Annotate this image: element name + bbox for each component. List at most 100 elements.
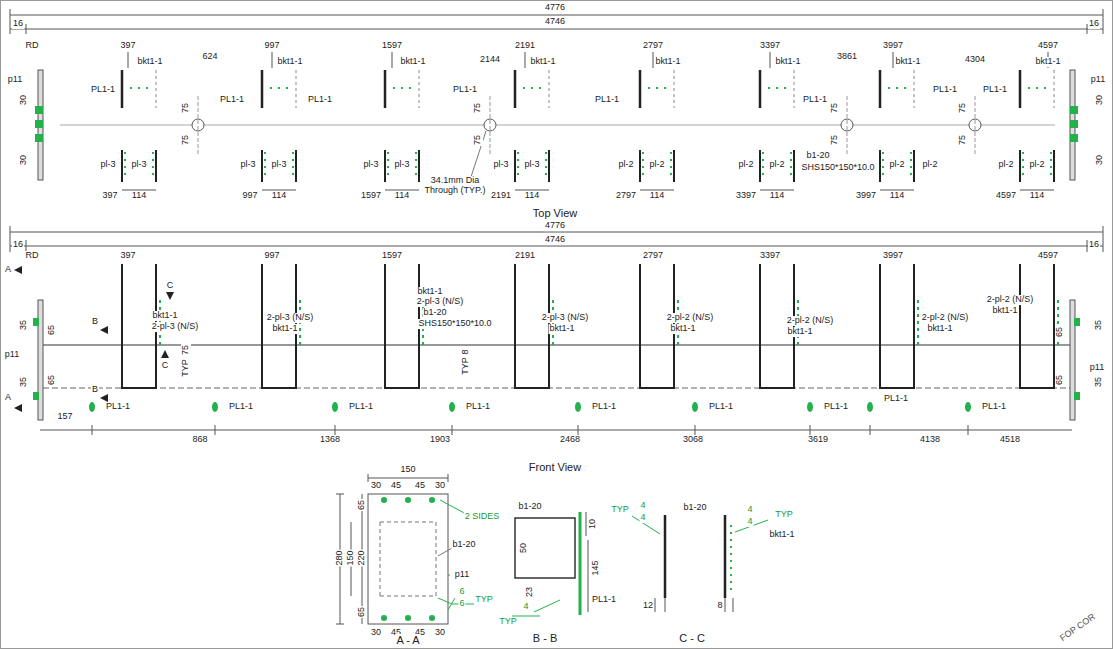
part-label: bkt1-1 (271, 324, 298, 334)
dimension-number: 35 (19, 376, 29, 388)
part-label: b1-20 (451, 540, 476, 550)
dimension-number: 2797 (615, 191, 637, 201)
dimension-number: 145 (591, 559, 601, 576)
weld-note: TYP (610, 505, 630, 515)
dimension-number: 75 (830, 102, 840, 114)
dimension-number: 4304 (964, 55, 986, 65)
dimension-number: 157 (56, 412, 73, 422)
part-label: PL1-1 (982, 85, 1008, 95)
dimension-number: 114 (889, 191, 905, 201)
dimension-number: 4746 (544, 235, 566, 245)
dimension-number: 65 (357, 606, 367, 618)
dimension-number: 3997 (882, 251, 904, 261)
front-view-dimensions (10, 226, 1103, 435)
top-view-dimensions (10, 9, 1103, 190)
dimension-number: 75 (473, 102, 483, 114)
section-marker: A (4, 265, 12, 275)
dimension-number: 280 (335, 549, 345, 566)
dimension-number: 4597 (1037, 41, 1059, 51)
part-label: bkt1-1 (774, 57, 801, 67)
section-marker: A (4, 393, 12, 403)
dimension-number: 3619 (807, 435, 829, 445)
dimension-number: 2191 (514, 41, 536, 51)
dimension-number: 1597 (360, 191, 382, 201)
dimension-number: 150 (346, 549, 356, 566)
view-title: Top View (532, 207, 578, 219)
dimension-number: 3397 (759, 251, 781, 261)
dimension-number: 75 (830, 134, 840, 146)
section-b-b (512, 512, 588, 616)
part-label: bkt1-1 (548, 324, 575, 334)
dimension-number: 65 (357, 499, 367, 511)
dimension-number: 2797 (642, 41, 664, 51)
part-label: b1-20 (682, 503, 707, 513)
section-marker: B (91, 385, 99, 395)
view-title: C - C (678, 632, 706, 644)
dimension-number: 16 (12, 240, 24, 250)
part-label: pl-3 (523, 160, 540, 170)
front-view-beam (14, 264, 1080, 420)
section-c-c (632, 515, 768, 612)
part-label: RD (25, 251, 40, 261)
dimension-number: 30 (370, 481, 382, 491)
part-label: PL1-1 (823, 402, 849, 412)
weld-note: TYP (774, 510, 794, 520)
dimension-number: 75 (958, 102, 968, 114)
dimension-number: 114 (524, 191, 540, 201)
part-label: 2-pl-3 (N/S) (541, 313, 590, 323)
dimension-number: 30 (370, 628, 382, 638)
dimension-number: 12 (642, 601, 654, 611)
part-label: pl-3 (99, 160, 116, 170)
dimension-number: 65 (47, 374, 57, 386)
dimension-number: 4597 (995, 191, 1017, 201)
dimension-number: 397 (119, 251, 136, 261)
part-label: bkt1-1 (151, 311, 178, 321)
dimension-number: 4776 (544, 221, 566, 231)
dimension-number: 114 (769, 191, 785, 201)
dimension-number: 35 (19, 319, 29, 331)
weld-note: TYP (474, 595, 494, 605)
part-label: pl-2 (617, 160, 634, 170)
dimension-number: 8 (461, 348, 471, 355)
part-label: bkt1-1 (399, 57, 426, 67)
dimension-number: 4597 (1037, 251, 1059, 261)
part-label: bkt1-1 (654, 57, 681, 67)
dimension-number: 50 (519, 542, 529, 554)
dimension-number: 6 (458, 587, 465, 597)
dimension-number: 114 (131, 191, 147, 201)
dimension-number: 2191 (514, 251, 536, 261)
part-label: PL1-1 (219, 95, 245, 105)
part-label: 2-pl-3 (N/S) (151, 322, 200, 332)
dimension-number: 30 (1095, 94, 1105, 106)
part-label: bkt1-1 (768, 530, 795, 540)
dimension-number: 4 (639, 513, 646, 523)
dimension-number: 30 (19, 154, 29, 166)
dimension-number: 397 (101, 191, 118, 201)
section-marker: C (166, 281, 175, 291)
part-label: SHS150*150*10.0 (800, 163, 875, 173)
dimension-number: 16 (1088, 19, 1100, 29)
part-label: bkt1-1 (991, 306, 1018, 316)
dimension-number: 997 (241, 191, 258, 201)
dimension-number: 10 (588, 518, 598, 530)
part-label: PL1-1 (591, 595, 617, 605)
dimension-number: 45 (390, 481, 402, 491)
dimension-number: 997 (263, 41, 280, 51)
part-label: PL1-1 (348, 402, 374, 412)
dimension-number: 2797 (642, 251, 664, 261)
part-label: bkt1-1 (136, 57, 163, 67)
weld-note: 34.1mm Dia Through (TYP.) (421, 176, 489, 196)
dimension-number: 1597 (381, 41, 403, 51)
weld-note: TYP (498, 617, 518, 627)
part-label: PL1-1 (594, 95, 620, 105)
dimension-number: 6 (458, 599, 465, 609)
dimension-number: 150 (399, 465, 416, 475)
part-label: b1-20 (805, 151, 830, 161)
top-view-end-plates (35, 70, 1078, 180)
view-title: B - B (532, 632, 558, 644)
part-label: bkt1-1 (786, 327, 813, 337)
dimension-number: 4518 (999, 435, 1021, 445)
dimension-number: 3397 (735, 191, 757, 201)
part-label: pl-2 (921, 160, 938, 170)
